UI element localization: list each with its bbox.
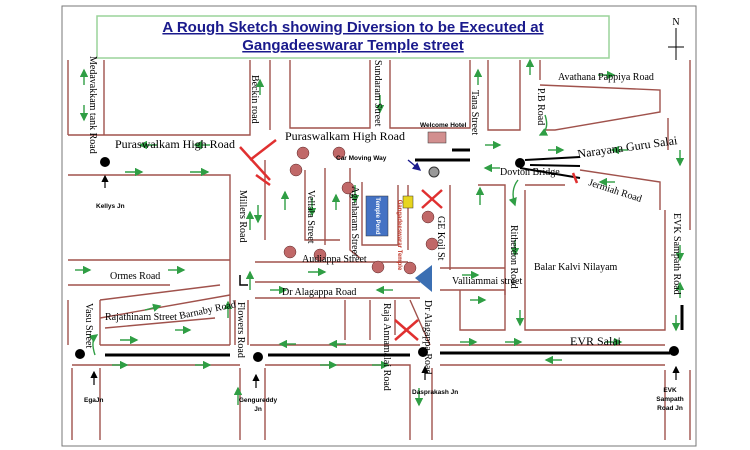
purasawalkam-road-label: Puraswalkam High Road — [115, 137, 235, 151]
kellys-junction-dot — [100, 157, 110, 167]
pb-road-label: P.B Road — [535, 88, 546, 125]
raja-annamalai-road-label: Raja Annamalai Road — [381, 303, 392, 391]
vellala-street-label: Vellala Street — [305, 190, 316, 244]
police-icon — [289, 163, 303, 177]
svg-text:Temple Pond: Temple Pond — [374, 197, 380, 235]
police-icon — [425, 237, 439, 251]
balar-kalvi-label: Balar Kalvi Nilayam — [534, 262, 618, 273]
svg-text:Welcome Hotel: Welcome Hotel — [420, 122, 467, 129]
audiappa-street-label: Audiappa Street — [302, 254, 367, 265]
police-icon — [403, 261, 417, 275]
traffic-direction-arrows — [75, 58, 685, 407]
evr-salai-label: EVR Salai — [570, 334, 622, 348]
main-road-lines — [105, 148, 684, 357]
svg-text:Gangadeeswarar Temple: Gangadeeswarar Temple — [396, 200, 402, 271]
gengureddy-junction-label: Gengureddy — [239, 397, 278, 404]
rajathinam-street-label: Rajathinam Street — [105, 312, 177, 323]
junction-arrows — [90, 159, 680, 388]
vasu-street-label: Vasu Street — [83, 303, 94, 348]
ritherdon-road-label: Ritherdon Road — [508, 225, 519, 289]
dovton-junction-dot — [515, 158, 525, 168]
valliammai-street-label: Valliammai street — [452, 276, 522, 287]
dr-alagappa-road-vertical-label: Dr Alagappa Road — [422, 300, 433, 374]
evk-junction-dot — [669, 346, 679, 356]
evk-junction-label-1: EVK — [663, 387, 677, 394]
junction-markers — [75, 157, 679, 362]
tana-street-label: Tana Street — [469, 90, 480, 135]
traffic-police-icons — [283, 146, 439, 275]
flowers-road-label: Flowers Road — [235, 302, 246, 358]
police-icon — [332, 146, 346, 160]
ega-junction-dot — [75, 349, 85, 359]
jermiah-road-label: Jermiah Road — [587, 177, 643, 205]
dr-alagappa-road-label: Dr Alagappa Road — [282, 287, 356, 298]
map-frame — [61, 5, 697, 447]
map-title: A Rough Sketch showing Diversion to be E… — [96, 15, 610, 59]
dasprakash-junction-label: Dasprakash Jn — [412, 389, 458, 396]
svg-text:N: N — [672, 17, 679, 28]
evk-sampath-road-label: EVK Sampath Road — [671, 213, 682, 295]
agraharam-street-label: Agraharam Street — [349, 186, 360, 257]
temple-pond-icon — [365, 195, 389, 237]
ormes-road-label: Ormes Road — [110, 271, 160, 282]
triangle-marker-icon — [415, 265, 432, 292]
junction-labels: Kellys Jn EgaJn Gengureddy Jn Dasprakash… — [84, 203, 684, 413]
police-icon — [371, 260, 385, 274]
dasprakash-junction-dot — [418, 347, 428, 357]
temple-marker-icon — [402, 195, 414, 209]
medavakkam-road-label: Medavakkam tank Road — [87, 56, 98, 154]
dovton-bridge-label: Dovton Bridge — [500, 167, 560, 178]
sundaram-street-label: Sundaram Street — [372, 60, 383, 127]
car-moving-way-label: Car Moving Way — [336, 155, 387, 162]
police-icon — [313, 248, 327, 262]
police-icon — [421, 210, 435, 224]
avathana-road-label: Avathana Pappiya Road — [558, 72, 654, 83]
gengureddy-junction-label-2: Jn — [254, 406, 262, 413]
svg-text:Gangadeeswarar Temple street: Gangadeeswarar Temple street — [242, 37, 463, 54]
landmarks: Welcome Hotel Temple Pond Gangadeeswarar… — [365, 122, 467, 292]
evk-junction-label-2: Sampath — [656, 396, 683, 403]
blocked-road-markers — [239, 139, 579, 341]
svg-text:A Rough Sketch showing Divers: A Rough Sketch showing Diversion to be E… — [162, 19, 543, 36]
evk-junction-label-3: Road Jn — [657, 405, 683, 412]
roundabout-icon — [428, 166, 440, 178]
kellys-junction-label: Kellys Jn — [96, 203, 125, 210]
purasawalkam-road-label-mid: Puraswalkam High Road — [285, 129, 405, 143]
ega-junction-label: EgaJn — [84, 397, 104, 404]
beckin-road-label: Beckin road — [249, 75, 260, 124]
gengureddy-junction-dot — [253, 352, 263, 362]
ge-koil-street-label: GE Koil St — [435, 216, 446, 261]
millers-road-label: Millers Road — [237, 190, 248, 243]
welcome-hotel-icon — [427, 131, 447, 144]
north-compass-icon: N — [668, 17, 684, 60]
narayana-guru-label: Narayana Guru Salai — [576, 133, 678, 161]
police-icon — [341, 181, 355, 195]
police-icon — [283, 245, 297, 259]
police-icon — [296, 146, 310, 160]
